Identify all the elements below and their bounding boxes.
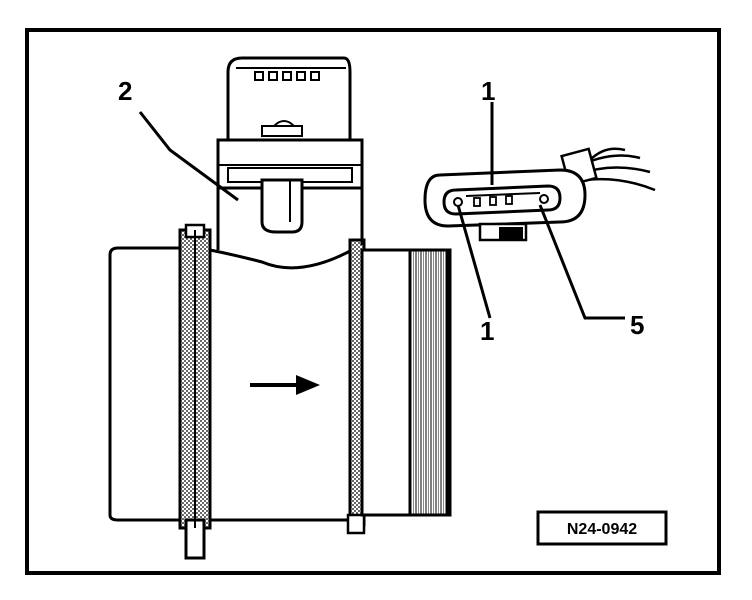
- plug-wires: [574, 147, 656, 192]
- reference-code: N24-0942: [567, 521, 637, 538]
- callout-pin-first: 1: [480, 316, 494, 346]
- callout-sensor: 2: [118, 76, 132, 106]
- leader-sensor: [138, 111, 239, 202]
- intake-pipe-left: [108, 246, 185, 522]
- air-mass-sensor: [108, 56, 452, 560]
- plug-contacts: [453, 194, 549, 207]
- callout-pin-last: 5: [630, 310, 644, 340]
- leader-pin-last: [538, 204, 625, 320]
- connector-plug: [423, 147, 656, 242]
- callout-connector: 1: [481, 76, 495, 106]
- reference-code-box: N24-0942: [536, 510, 668, 546]
- leader-lines: [138, 102, 625, 320]
- flow-direction-arrow: [250, 375, 320, 395]
- figure-border: [25, 28, 721, 575]
- latch-tab: [260, 178, 304, 234]
- leader-pin-first: [456, 204, 492, 319]
- connector-pins-top: [254, 71, 320, 81]
